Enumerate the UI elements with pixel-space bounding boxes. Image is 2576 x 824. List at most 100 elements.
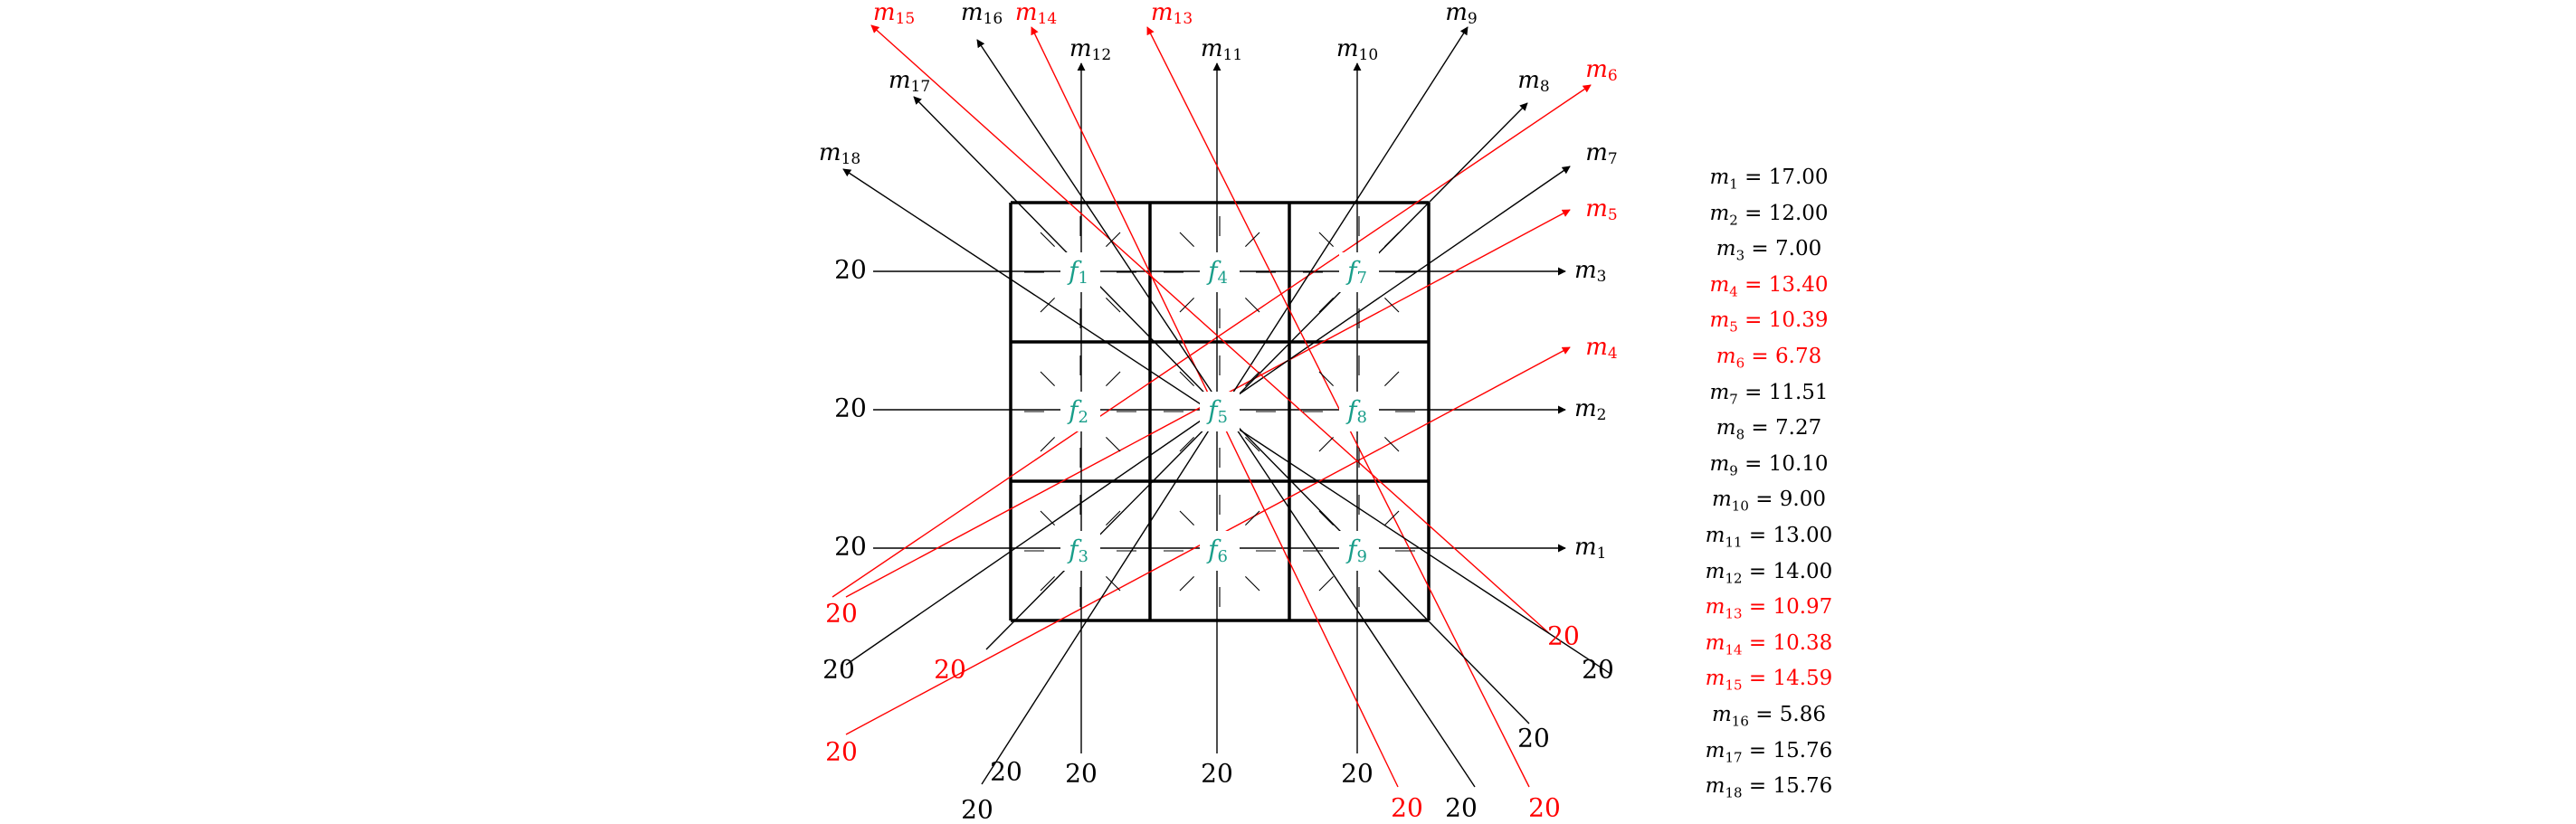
measurement-letter: m <box>1709 166 1730 189</box>
cell-tick <box>1179 232 1194 247</box>
measurement-equals: = <box>1742 738 1773 762</box>
ray-label-m17: m17 <box>889 67 930 96</box>
cell-tick <box>1384 576 1400 592</box>
measurement-subscript: 7 <box>1729 391 1738 408</box>
measurement-value: 10.10 <box>1768 451 1829 476</box>
ray-label-subscript: 15 <box>896 10 916 28</box>
cell-tick <box>1384 371 1400 386</box>
measurement-equals: = <box>1737 308 1769 333</box>
measurement-equals: = <box>1737 272 1769 297</box>
measurement-value: 10.38 <box>1773 630 1833 655</box>
measurement-letter: m <box>1716 344 1736 368</box>
measurement-row-m16: m16 = 5.86 <box>1692 700 1846 736</box>
ray-label-subscript: 3 <box>1597 268 1607 286</box>
measurement-value: 9.00 <box>1779 488 1827 512</box>
measurement-subscript: 9 <box>1729 462 1738 479</box>
ray-label-subscript: 13 <box>1174 10 1193 28</box>
measurement-equals: = <box>1737 380 1769 404</box>
ray-label-letter: m <box>1015 0 1038 26</box>
cell-tick <box>1040 510 1055 526</box>
cell-tick <box>1245 510 1260 526</box>
cell-tick <box>1384 437 1400 452</box>
cell-label-subscript: 8 <box>1356 408 1366 427</box>
ray-label-subscript: 4 <box>1608 345 1618 363</box>
measurement-equals: = <box>1742 630 1773 655</box>
measurement-letter: m <box>1716 416 1736 440</box>
ray-label-m4: m4 <box>1585 334 1617 363</box>
ray-source-16: 20 <box>1445 793 1478 823</box>
measurement-subscript: 2 <box>1729 212 1738 229</box>
measurement-row-m1: m1 = 17.00 <box>1692 163 1846 199</box>
measurement-subscript: 16 <box>1731 713 1749 730</box>
cell-tick <box>1318 371 1334 386</box>
measurement-value: 14.00 <box>1773 559 1833 583</box>
ray-label-subscript: 16 <box>984 10 1003 28</box>
measurement-letter: m <box>1705 523 1725 547</box>
cell-tick <box>1179 298 1194 313</box>
measurement-letter: m <box>1709 272 1730 297</box>
cell-label-bg <box>1339 252 1379 292</box>
cell-tick <box>1245 298 1260 313</box>
cell-tick <box>1106 371 1121 386</box>
ray-label-m12: m12 <box>1069 35 1111 64</box>
ray-label-letter: m <box>1201 35 1223 62</box>
cell-tick <box>1106 298 1121 313</box>
ray-label-letter: m <box>961 0 984 26</box>
ray-label-subscript: 18 <box>841 150 861 168</box>
ray-label-subscript: 11 <box>1223 46 1243 64</box>
cell-label-bg <box>1339 531 1379 571</box>
cell-label-subscript: 2 <box>1078 408 1088 427</box>
measurement-row-m13: m13 = 10.97 <box>1692 592 1846 629</box>
cell-label-bg <box>1200 252 1240 292</box>
ray-13 <box>1146 26 1530 788</box>
measurement-value: 5.86 <box>1779 702 1827 726</box>
measurement-value: 10.39 <box>1768 308 1829 333</box>
cell-tick <box>1106 510 1121 526</box>
measurement-letter: m <box>1709 380 1730 404</box>
measurement-subscript: 3 <box>1735 247 1745 264</box>
ray-source-3: 20 <box>834 255 867 285</box>
ray-label-m13: m13 <box>1151 0 1193 28</box>
measurement-row-m9: m9 = 10.10 <box>1692 450 1846 486</box>
ray-label-letter: m <box>1585 139 1608 166</box>
measurement-subscript: 11 <box>1725 534 1743 551</box>
ray-source-14: 20 <box>1391 793 1423 823</box>
measurement-row-m3: m3 = 7.00 <box>1692 234 1846 270</box>
measurement-value: 12.00 <box>1768 201 1829 225</box>
ray-label-letter: m <box>1585 56 1608 83</box>
cell-tick <box>1318 437 1334 452</box>
cell-label-subscript: 3 <box>1078 547 1088 566</box>
ray-source-8: 20 <box>961 795 993 824</box>
measurement-letter: m <box>1716 237 1736 261</box>
cell-tick <box>1318 232 1334 247</box>
ray-label-m11: m11 <box>1201 35 1242 64</box>
measurement-row-m18: m18 = 15.76 <box>1692 772 1846 808</box>
ray-label-letter: m <box>1574 534 1597 561</box>
cell-tick <box>1245 437 1260 452</box>
cell-label-subscript: 6 <box>1217 547 1227 566</box>
measurement-equals: = <box>1742 667 1773 691</box>
ray-label-m10: m10 <box>1336 35 1378 64</box>
ray-label-letter: m <box>1585 195 1608 223</box>
cell-tick <box>1384 232 1400 247</box>
ray-label-m7: m7 <box>1585 139 1617 168</box>
ray-6 <box>832 84 1592 598</box>
ray-source-18: 20 <box>1582 655 1614 685</box>
ray-source-17: 20 <box>1517 724 1550 753</box>
cell-label-bg <box>1339 392 1379 431</box>
ray-label-subscript: 14 <box>1038 10 1058 28</box>
ray-label-m6: m6 <box>1585 56 1617 85</box>
ray-label-subscript: 17 <box>911 78 931 96</box>
ray-label-subscript: 7 <box>1608 150 1618 168</box>
ray-label-letter: m <box>889 67 911 94</box>
cell-label-subscript: 4 <box>1217 269 1227 288</box>
cell-label-bg <box>1060 392 1100 431</box>
measurement-value: 13.00 <box>1773 523 1833 547</box>
cell-label-subscript: 7 <box>1356 269 1366 288</box>
cell-tick <box>1179 510 1194 526</box>
measurement-row-m4: m4 = 13.40 <box>1692 270 1846 307</box>
ray-source-15: 20 <box>1547 621 1580 651</box>
cell-tick <box>1318 576 1334 592</box>
ray-source-6: 20 <box>934 655 966 685</box>
